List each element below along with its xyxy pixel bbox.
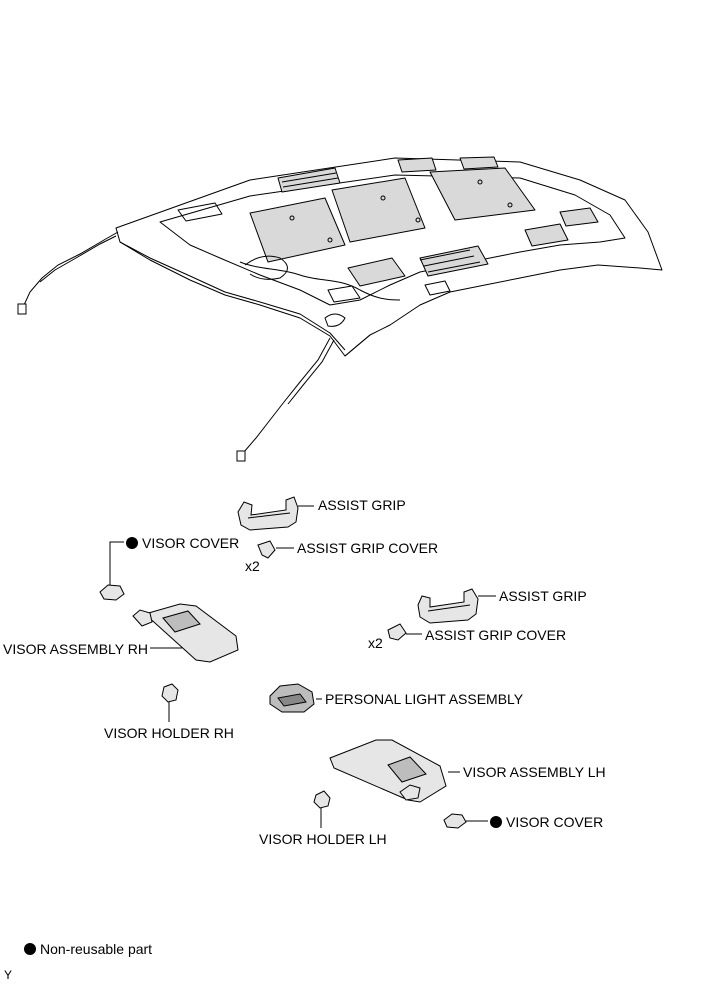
- non-reusable-marker: [24, 943, 36, 955]
- personal-light-part: [269, 683, 322, 713]
- visor-assembly-lh-part: [329, 739, 460, 803]
- non-reusable-marker: [126, 537, 138, 549]
- visor-cover-rh-label: VISOR COVER: [126, 535, 239, 551]
- visor-holder-lh-label: VISOR HOLDER LH: [259, 831, 387, 847]
- assist-grip-cover-lower-label: ASSIST GRIP COVER: [425, 627, 567, 643]
- quantity-upper-label: x2: [245, 558, 260, 574]
- visor-cover-rh-part: [99, 541, 125, 601]
- roof-headliner: [115, 156, 663, 357]
- visor-assembly-rh-label: VISOR ASSEMBLY RH: [3, 641, 148, 657]
- visor-holder-lh-part: [313, 790, 331, 828]
- roof-wire-harness: [17, 231, 335, 462]
- assist-grip-upper-part: [237, 496, 314, 531]
- visor-assembly-lh-label: VISOR ASSEMBLY LH: [463, 764, 606, 780]
- assist-grip-cover-upper-part: [257, 540, 294, 559]
- personal-light-label: PERSONAL LIGHT ASSEMBLY: [325, 691, 524, 707]
- assist-grip-cover-upper-label: ASSIST GRIP COVER: [297, 540, 439, 556]
- assist-grip-lower-label: ASSIST GRIP: [499, 588, 587, 604]
- assist-grip-cover-lower-part: [387, 623, 422, 641]
- visor-assembly-rh-part: [132, 603, 239, 663]
- figure-code: Y: [4, 968, 13, 982]
- visor-holder-rh-part: [161, 683, 179, 722]
- quantity-lower-label: x2: [368, 635, 383, 651]
- legend-non-reusable: Non-reusable part: [24, 941, 152, 957]
- assist-grip-lower-part: [417, 588, 496, 624]
- non-reusable-marker: [490, 816, 502, 828]
- visor-cover-lh-label: VISOR COVER: [490, 814, 603, 830]
- assist-grip-upper-label: ASSIST GRIP: [318, 497, 406, 513]
- visor-holder-rh-label: VISOR HOLDER RH: [104, 725, 234, 741]
- visor-cover-lh-part: [443, 813, 488, 829]
